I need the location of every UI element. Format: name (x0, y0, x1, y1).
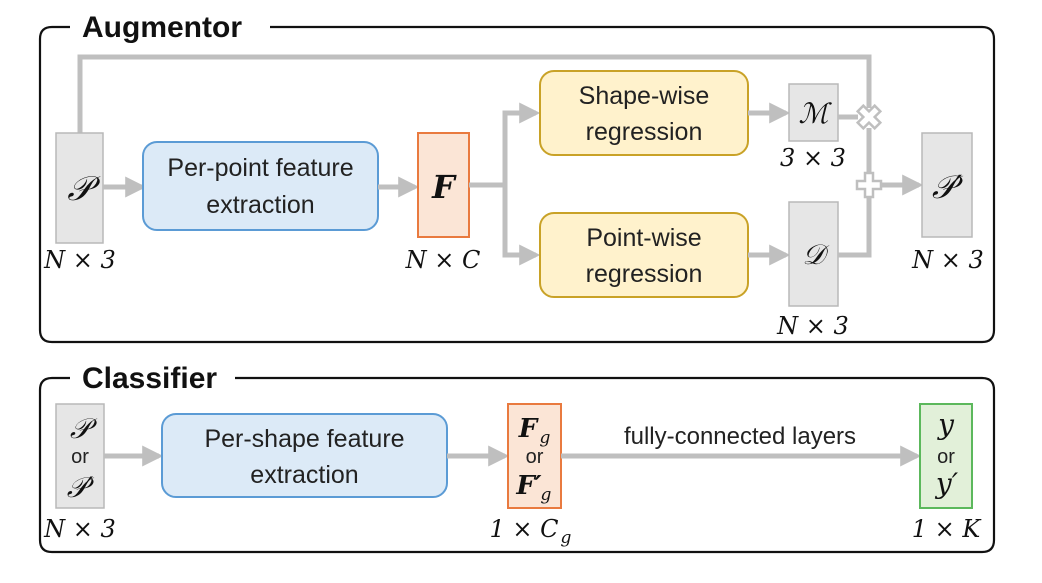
add-operator-icon (855, 171, 883, 199)
augmentor-output-box: 𝒫′ (921, 132, 973, 238)
feature-dim: N × C (405, 246, 481, 274)
per-point-block-line2: extraction (206, 191, 314, 219)
global-feature-box: F g or F′ g (507, 403, 562, 509)
augmentor-input-dim: N × 3 (43, 246, 116, 274)
augmentor-output-dim: N × 3 (911, 246, 984, 274)
prediction-dim: 1 × K (912, 515, 983, 543)
output-point-cloud-symbol: 𝒫′ (932, 168, 964, 206)
point-wise-regression-block: Point-wise regression (539, 212, 749, 298)
per-shape-block-line2: extraction (250, 461, 358, 489)
global-feature-bottom: F′ (515, 471, 541, 501)
global-feature-top: F (518, 414, 539, 444)
prediction-bottom: y′ (934, 467, 959, 500)
shape-wise-line2: regression (586, 118, 703, 146)
fully-connected-label: fully-connected layers (624, 423, 856, 450)
classifier-input-bottom: 𝒫′ (67, 471, 95, 504)
point-wise-line2: regression (586, 260, 703, 288)
per-shape-feature-extraction-block: Per-shape feature extraction (161, 413, 448, 498)
global-feature-bottom-sub: g (541, 485, 552, 505)
global-feature-top-sub: g (540, 428, 551, 448)
augmentor-input-box: 𝒫 (55, 132, 104, 244)
augmentor-panel: Augmentor (38, 11, 996, 344)
augmentor-title: Augmentor (82, 11, 242, 44)
matrix-symbol: ℳ (799, 97, 833, 130)
matrix-box: ℳ (788, 83, 839, 142)
matrix-dim: 3 × 3 (780, 144, 846, 172)
classifier-title: Classifier (82, 362, 217, 395)
feature-box: F (417, 132, 470, 238)
per-point-feature-extraction-block: Per-point feature extraction (142, 141, 379, 231)
prediction-box: y or y′ (919, 403, 973, 509)
prediction-top: y (936, 408, 955, 441)
classifier-panel: Classifier (38, 362, 996, 554)
multiply-operator-icon (855, 103, 883, 131)
branch-lines (469, 102, 541, 266)
displacement-box: 𝒟 (788, 201, 839, 307)
displacement-dim: N × 3 (776, 312, 849, 340)
shape-wise-regression-block: Shape-wise regression (539, 70, 749, 156)
line-displacement-to-add (838, 196, 872, 258)
classifier-input-dim: N × 3 (43, 515, 116, 543)
global-feature-dim: 1 × C (490, 515, 559, 543)
point-wise-line1: Point-wise (586, 224, 701, 252)
prediction-or: or (937, 446, 955, 468)
per-point-block-line1: Per-point feature (167, 154, 353, 182)
global-feature-dim-sub: g (561, 528, 572, 548)
feature-symbol: F (431, 168, 457, 206)
classifier-input-box: 𝒫 or 𝒫′ (55, 403, 105, 509)
global-feature-or: or (526, 446, 544, 468)
classifier-input-or: or (71, 446, 89, 468)
shape-wise-line1: Shape-wise (579, 82, 710, 110)
skip-connection (77, 54, 872, 133)
per-shape-block-line1: Per-shape feature (204, 425, 404, 453)
